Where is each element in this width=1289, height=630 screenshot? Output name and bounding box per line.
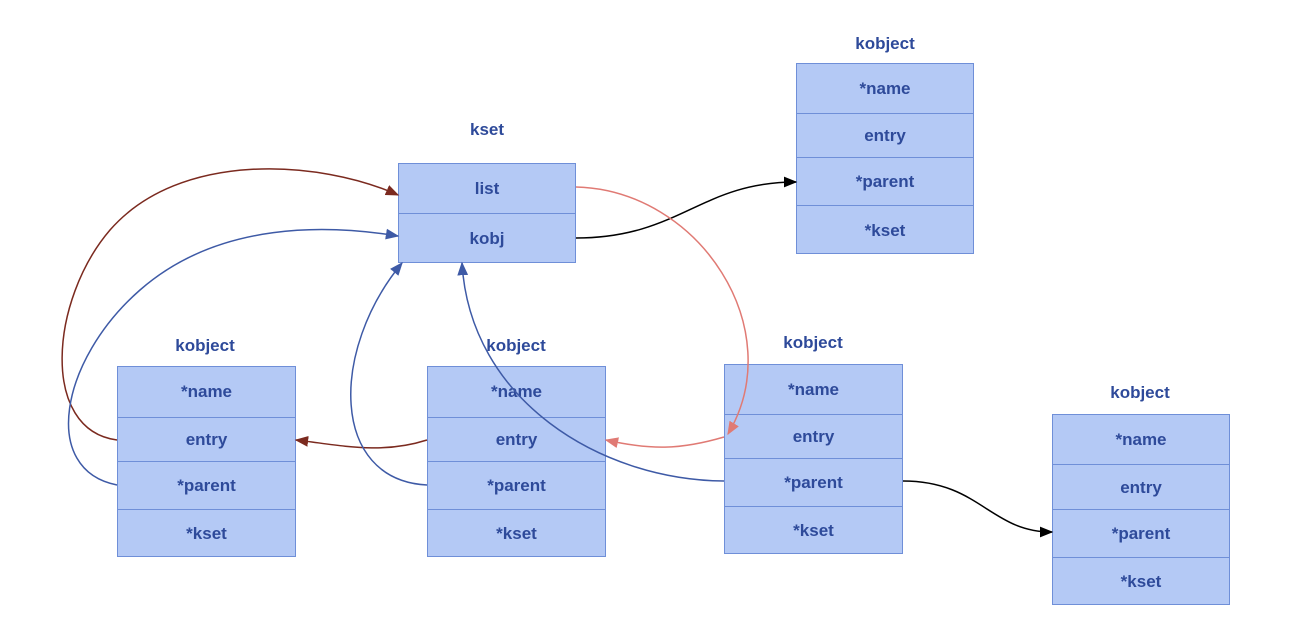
- kobject-top-title: kobject: [855, 34, 915, 53]
- kobject-left-entry: entry: [118, 417, 295, 462]
- kobject-left-box: *name entry *parent *kset: [117, 366, 296, 557]
- kobject-far-name: *name: [1115, 429, 1167, 449]
- kset-field-kobj: kobj: [399, 213, 575, 264]
- link-right-parent-to-far-kobject: [902, 480, 1054, 538]
- kobject-right-box: *name entry *parent *kset: [724, 364, 903, 554]
- kobject-top-parent: *parent: [797, 157, 973, 206]
- link-mid-parent-to-kset-kobj: [350, 261, 428, 486]
- kobject-mid-parent: *parent: [428, 461, 605, 510]
- kobject-far-title: kobject: [1110, 383, 1170, 402]
- kobject-top-kset: *kset: [797, 205, 973, 255]
- kobject-far-entry: entry: [1053, 464, 1229, 510]
- kobject-right-title: kobject: [783, 333, 843, 352]
- kobject-right-entry: entry: [725, 414, 902, 459]
- kobject-top-entry: entry: [797, 113, 973, 158]
- kobject-mid-box: *name entry *parent *kset: [427, 366, 606, 557]
- kobject-left-name: *name: [180, 382, 233, 401]
- kobject-mid-name: *name: [490, 382, 543, 401]
- kset-field-list: list: [474, 178, 500, 198]
- link-kset-kobj-to-top-kobject: [575, 176, 798, 239]
- kobject-mid-title: kobject: [486, 336, 546, 355]
- kobject-left-kset: *kset: [118, 509, 295, 558]
- kobject-mid-entry: entry: [428, 417, 605, 462]
- kset-box: list kobj: [398, 163, 576, 263]
- kset-title: kset: [469, 120, 505, 139]
- kobject-right-name: *name: [787, 379, 840, 399]
- kobject-top-box: *name entry *parent *kset: [796, 63, 974, 254]
- kobject-far-box: *name entry *parent *kset: [1052, 414, 1230, 605]
- link-mid-entry-to-left-entry: [294, 436, 428, 449]
- kobject-left-parent: *parent: [118, 461, 295, 510]
- link-right-entry-to-mid-entry: [604, 436, 725, 448]
- kobject-right-kset: *kset: [725, 506, 902, 555]
- kobject-left-title: kobject: [175, 336, 235, 355]
- kobject-far-kset: *kset: [1053, 557, 1229, 606]
- kobject-top-name: *name: [859, 78, 911, 98]
- kobject-far-parent: *parent: [1053, 509, 1229, 558]
- kobject-mid-kset: *kset: [428, 509, 605, 558]
- kobject-right-parent: *parent: [725, 458, 902, 507]
